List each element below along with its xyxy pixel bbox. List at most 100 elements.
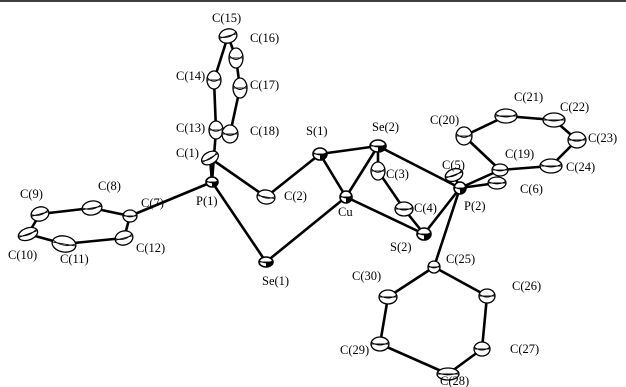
atom-octant-c12 bbox=[115, 233, 133, 240]
atom-octant-c13 bbox=[209, 127, 223, 132]
atom-c16 bbox=[228, 47, 244, 69]
atom-label-c3: C(3) bbox=[386, 167, 409, 181]
atom-octant-c10 bbox=[18, 229, 37, 237]
atom-octant-c22 bbox=[543, 117, 565, 122]
atom-c30 bbox=[378, 289, 398, 305]
atom-c3 bbox=[370, 161, 386, 181]
atom-shaded-octant-s1 bbox=[320, 154, 327, 160]
atom-c26 bbox=[478, 288, 496, 304]
atom-octant-c5 bbox=[445, 170, 462, 178]
atom-octant-c11 bbox=[52, 239, 76, 246]
atom-c23 bbox=[567, 131, 587, 149]
atom-c12 bbox=[114, 230, 134, 246]
bond-se2-p2 bbox=[376, 144, 462, 190]
atom-c27 bbox=[473, 341, 491, 357]
atom-label-c25: C(25) bbox=[446, 252, 475, 266]
atom-c29 bbox=[370, 336, 390, 352]
atom-c7 bbox=[122, 209, 138, 223]
atom-p2 bbox=[453, 181, 467, 195]
atom-label-c27: C(27) bbox=[510, 342, 539, 356]
atom-c20 bbox=[455, 126, 473, 146]
atom-label-c15: C(15) bbox=[212, 11, 241, 25]
atom-octant-c18 bbox=[222, 131, 238, 136]
atom-label-c18: C(18) bbox=[250, 124, 279, 138]
atom-shaded-octant-cu bbox=[346, 197, 352, 203]
atom-label-c5: C(5) bbox=[442, 158, 465, 172]
atom-octant-c16 bbox=[229, 55, 243, 60]
atom-octant-c4 bbox=[395, 206, 413, 211]
atom-octant-c9 bbox=[31, 209, 49, 216]
atom-c24 bbox=[539, 158, 563, 174]
atom-octant-c17 bbox=[233, 85, 247, 90]
atom-label-c4: C(4) bbox=[414, 201, 437, 215]
atom-octant-c3 bbox=[371, 168, 385, 173]
bond-c2-s1 bbox=[264, 152, 322, 199]
atom-c13 bbox=[208, 120, 224, 140]
atom-c14 bbox=[206, 70, 222, 90]
atom-octant-c15 bbox=[219, 31, 237, 38]
atom-label-c13: C(13) bbox=[176, 121, 205, 135]
atom-octant-c8 bbox=[82, 204, 102, 210]
atom-octant-c1 bbox=[201, 152, 218, 162]
atom-label-se1: Se(1) bbox=[262, 274, 289, 288]
bond-s2-p2 bbox=[422, 186, 462, 236]
atom-octant-c24 bbox=[540, 163, 562, 168]
atom-s2 bbox=[416, 227, 432, 241]
bond-c26-c27 bbox=[480, 294, 489, 351]
atom-c11 bbox=[51, 235, 77, 253]
bond-p1-c7 bbox=[128, 180, 214, 218]
atom-c2 bbox=[256, 189, 276, 205]
atom-s1 bbox=[312, 147, 328, 161]
atom-c28 bbox=[436, 367, 460, 381]
atom-p1 bbox=[205, 176, 219, 188]
atom-se1 bbox=[258, 256, 274, 268]
atom-label-c8: C(8) bbox=[98, 179, 121, 193]
bond-c1-c2 bbox=[208, 156, 268, 199]
atom-label-c23: C(23) bbox=[588, 131, 617, 145]
atom-label-c14: C(14) bbox=[176, 69, 205, 83]
atom-shaded-octant-s2 bbox=[424, 234, 431, 240]
atom-label-cu: Cu bbox=[338, 205, 353, 219]
atom-c15 bbox=[218, 28, 238, 44]
atom-c6 bbox=[487, 176, 507, 190]
atom-octant-c20 bbox=[456, 133, 472, 138]
atom-label-c12: C(12) bbox=[136, 241, 165, 255]
atom-label-s1: S(1) bbox=[306, 124, 328, 138]
atom-label-c24: C(24) bbox=[566, 160, 595, 174]
bond-c29-c30 bbox=[378, 295, 390, 346]
atom-c19 bbox=[491, 163, 509, 177]
atom-octant-c2 bbox=[257, 193, 275, 199]
atom-c8 bbox=[81, 200, 103, 216]
label-layer: C(15)C(16)C(14)C(17)C(13)C(18)C(1)P(1)C(… bbox=[8, 11, 617, 387]
atom-c5 bbox=[444, 167, 464, 183]
bond-se1-cu bbox=[264, 195, 348, 264]
atom-shaded-octant-p2 bbox=[460, 188, 466, 194]
atom-octant-c30 bbox=[379, 294, 397, 299]
bond-c28-c29 bbox=[378, 342, 450, 376]
atom-label-c19: C(19) bbox=[505, 147, 534, 161]
atom-shaded-octant-se2 bbox=[378, 146, 386, 152]
bond-c30-c25 bbox=[386, 265, 436, 299]
atom-octant-c14 bbox=[207, 77, 221, 82]
atom-c10 bbox=[17, 226, 39, 242]
atom-octant-c21 bbox=[495, 113, 517, 118]
atom-c4 bbox=[394, 201, 414, 217]
atom-c21 bbox=[494, 108, 518, 124]
bond-cu-s2 bbox=[344, 195, 426, 236]
atom-label-c30: C(30) bbox=[352, 269, 381, 283]
atom-se2 bbox=[369, 139, 387, 153]
atom-label-se2: Se(2) bbox=[372, 120, 399, 134]
atom-octant-c29 bbox=[371, 341, 389, 346]
atom-label-s2: S(2) bbox=[390, 240, 412, 254]
bond-s1-se2 bbox=[318, 144, 380, 156]
atom-c22 bbox=[542, 112, 566, 128]
atom-label-c1: C(1) bbox=[176, 146, 199, 160]
atom-label-c2: C(2) bbox=[284, 189, 307, 203]
atom-shaded-octant-p1 bbox=[212, 182, 218, 187]
atom-label-c20: C(20) bbox=[430, 113, 459, 127]
atom-c17 bbox=[232, 77, 248, 99]
atom-octant-c19 bbox=[492, 168, 508, 172]
atom-label-c29: C(29) bbox=[340, 343, 369, 357]
